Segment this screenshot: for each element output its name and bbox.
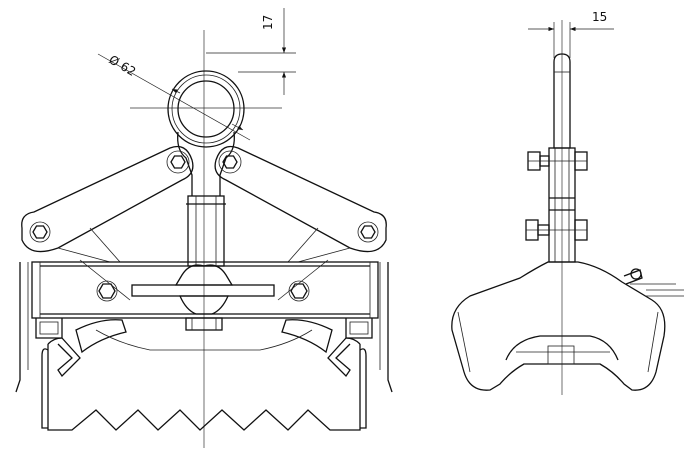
side-plate	[548, 53, 576, 263]
side-bolts	[525, 151, 588, 241]
diameter-dimension: Ø 62	[97, 52, 251, 141]
main-body	[31, 261, 379, 331]
height-dimension: 17	[206, 8, 296, 95]
side-view: 15	[451, 10, 684, 395]
left-jaw	[15, 262, 127, 393]
right-jaw	[281, 262, 393, 393]
right-arm	[214, 145, 387, 253]
side-jaw-body	[451, 261, 684, 391]
left-arm	[21, 145, 194, 253]
center-rod	[186, 195, 226, 267]
lifting-eye	[167, 70, 245, 196]
front-view: Ø 62 17	[15, 8, 393, 448]
width-label: 15	[592, 10, 607, 24]
diameter-label: Ø 62	[107, 52, 139, 78]
gripped-object	[41, 337, 367, 431]
height-label: 17	[261, 15, 275, 30]
width-dimension: 15	[528, 10, 614, 58]
